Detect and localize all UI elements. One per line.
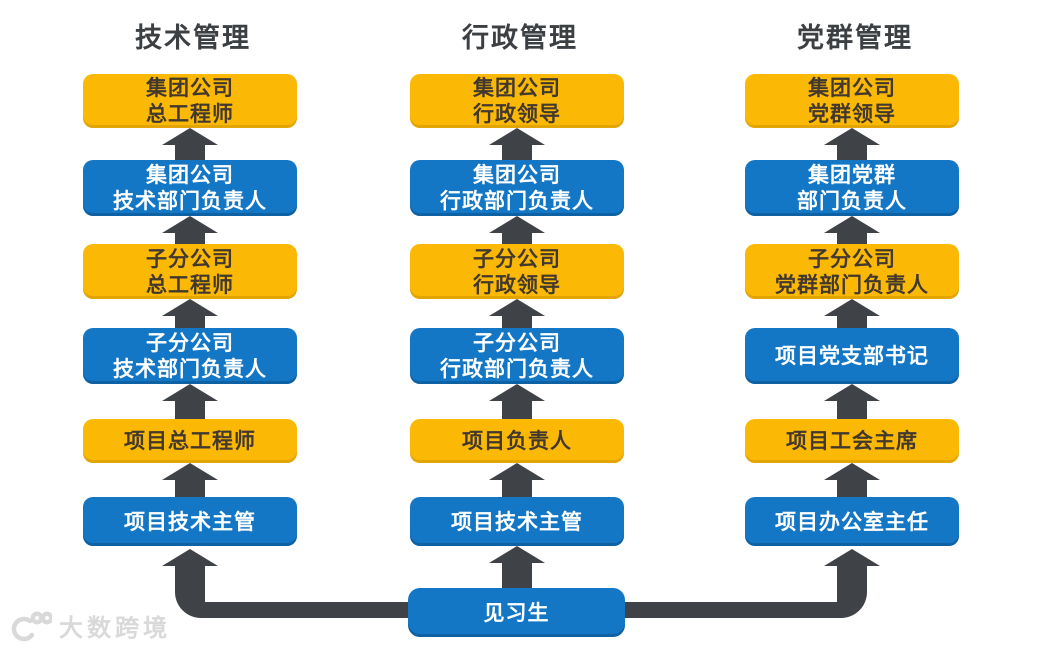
node-group-party-leader: 集团公司 党群领导 bbox=[745, 74, 959, 128]
node-label-line: 子分公司 bbox=[146, 331, 234, 355]
up-arrow-icon bbox=[162, 384, 218, 420]
node-project-party-branch-secretary: 项目党支部书记 bbox=[745, 328, 959, 384]
node-label-line: 项目工会主席 bbox=[786, 429, 918, 453]
node-label-line: 集团公司 bbox=[473, 163, 561, 187]
up-arrow-icon bbox=[824, 463, 880, 498]
watermark-label: 大数跨境 bbox=[59, 614, 171, 642]
up-arrow-icon bbox=[162, 463, 218, 498]
up-arrow-icon bbox=[162, 549, 218, 566]
node-label-line: 项目党支部书记 bbox=[775, 344, 929, 368]
node-label-line: 子分公司 bbox=[473, 246, 561, 271]
node-label-line: 行政领导 bbox=[473, 102, 561, 126]
node-label-line: 项目技术主管 bbox=[124, 509, 256, 534]
up-arrow-icon bbox=[489, 216, 545, 245]
node-label-line: 子分公司 bbox=[146, 246, 234, 271]
up-arrow-icon bbox=[489, 384, 545, 420]
up-arrow-icon bbox=[162, 128, 218, 161]
node-label-line: 项目技术主管 bbox=[451, 509, 583, 534]
node-label-line: 技术部门负责人 bbox=[113, 357, 267, 381]
header-party-management: 党群管理 bbox=[797, 23, 913, 54]
node-label-line: 集团公司 bbox=[808, 76, 896, 100]
node-label-line: 总工程师 bbox=[146, 272, 234, 297]
node-subsidiary-tech-dept-head: 子分公司 技术部门负责人 bbox=[83, 328, 297, 384]
node-project-tech-supervisor: 项目技术主管 bbox=[83, 497, 297, 546]
node-label-line: 党群领导 bbox=[808, 102, 896, 126]
up-arrow-icon bbox=[824, 128, 880, 161]
node-label-line: 行政部门负责人 bbox=[440, 357, 594, 381]
node-label-line: 集团公司 bbox=[473, 76, 561, 100]
up-arrow-icon bbox=[162, 216, 218, 245]
watermark: 大数跨境 bbox=[10, 608, 171, 643]
node-label-line: 项目办公室主任 bbox=[775, 509, 929, 534]
header-technical-management: 技术管理 bbox=[135, 23, 251, 54]
connector-right-elbow bbox=[602, 566, 867, 618]
node-subsidiary-chief-engineer: 子分公司 总工程师 bbox=[83, 244, 297, 299]
node-project-office-director: 项目办公室主任 bbox=[745, 497, 959, 546]
up-arrow-icon bbox=[489, 299, 545, 329]
node-group-party-dept-head: 集团党群 部门负责人 bbox=[745, 160, 959, 216]
node-group-admin-dept-head: 集团公司 行政部门负责人 bbox=[410, 160, 624, 216]
node-subsidiary-admin-leader: 子分公司 行政领导 bbox=[410, 244, 624, 299]
up-arrow-icon bbox=[824, 216, 880, 245]
up-arrow-icon bbox=[489, 128, 545, 161]
node-label-line: 总工程师 bbox=[146, 102, 234, 126]
node-label-line: 行政领导 bbox=[473, 272, 561, 297]
node-label-line: 集团公司 bbox=[146, 76, 234, 100]
node-label-line: 党群部门负责人 bbox=[775, 272, 929, 297]
node-label-line: 项目负责人 bbox=[462, 429, 572, 453]
node-label-line: 技术部门负责人 bbox=[113, 189, 267, 213]
node-label-line: 子分公司 bbox=[473, 331, 561, 355]
up-arrow-icon bbox=[824, 299, 880, 329]
node-group-admin-leader: 集团公司 行政领导 bbox=[410, 74, 624, 128]
connector-left-elbow bbox=[175, 566, 440, 618]
node-project-chief-engineer: 项目总工程师 bbox=[83, 419, 297, 463]
node-subsidiary-party-dept-head: 子分公司 党群部门负责人 bbox=[745, 244, 959, 299]
node-label-line: 集团公司 bbox=[146, 163, 234, 187]
node-label-line: 子分公司 bbox=[808, 246, 896, 271]
up-arrow-icon bbox=[489, 546, 545, 589]
node-project-tech-supervisor-admin: 项目技术主管 bbox=[410, 497, 624, 546]
up-arrow-icon bbox=[824, 549, 880, 566]
node-subsidiary-admin-dept-head: 子分公司 行政部门负责人 bbox=[410, 328, 624, 384]
node-project-union-chairman: 项目工会主席 bbox=[745, 419, 959, 463]
node-label-line: 部门负责人 bbox=[797, 189, 907, 213]
node-group-tech-dept-head: 集团公司 技术部门负责人 bbox=[83, 160, 297, 216]
up-arrow-icon bbox=[824, 384, 880, 420]
node-label-line: 集团党群 bbox=[808, 163, 896, 187]
node-label-line: 行政部门负责人 bbox=[440, 189, 594, 213]
up-arrow-icon bbox=[489, 463, 545, 498]
header-administrative-management: 行政管理 bbox=[462, 23, 578, 54]
node-project-leader: 项目负责人 bbox=[410, 419, 624, 463]
node-label-line: 见习生 bbox=[483, 600, 550, 625]
node-trainee: 见习生 bbox=[408, 588, 625, 637]
node-group-chief-engineer: 集团公司 总工程师 bbox=[83, 74, 297, 128]
watermark-logo-icon bbox=[10, 609, 52, 643]
up-arrow-icon bbox=[162, 299, 218, 329]
node-label-line: 项目总工程师 bbox=[124, 429, 256, 453]
